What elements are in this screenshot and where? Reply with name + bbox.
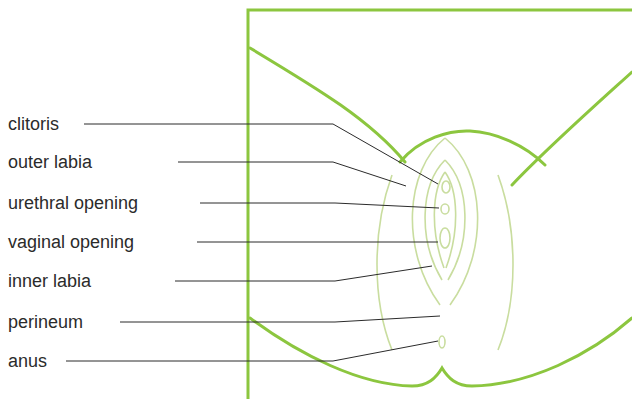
part-label: anus bbox=[8, 350, 47, 372]
right-thigh bbox=[512, 72, 632, 185]
part-label: outer labia bbox=[8, 151, 92, 173]
left-thigh bbox=[250, 48, 405, 162]
buttocks bbox=[250, 318, 632, 386]
urethral-opening-shape bbox=[441, 204, 449, 214]
leader-line bbox=[178, 162, 406, 186]
inner-fold bbox=[434, 172, 455, 268]
part-label: inner labia bbox=[8, 270, 91, 292]
left-contour bbox=[377, 175, 392, 350]
part-label: vaginal opening bbox=[8, 231, 134, 253]
leader-line bbox=[200, 203, 439, 208]
leader-line bbox=[120, 316, 440, 322]
vaginal-opening-shape bbox=[440, 228, 450, 248]
clitoris-shape bbox=[442, 181, 450, 193]
inner-labia-shape bbox=[425, 160, 465, 280]
leader-line bbox=[84, 124, 438, 184]
part-label: urethral opening bbox=[8, 192, 138, 214]
frame-line bbox=[248, 10, 632, 399]
pubic-arch bbox=[400, 131, 545, 165]
leader-line bbox=[66, 341, 438, 361]
leader-line bbox=[175, 266, 432, 281]
part-label: clitoris bbox=[8, 113, 59, 135]
leader-line bbox=[197, 242, 438, 243]
right-contour bbox=[498, 175, 513, 350]
part-label: perineum bbox=[8, 311, 83, 333]
outer-labia-shape bbox=[412, 138, 477, 305]
body-outline bbox=[248, 10, 632, 399]
anus-shape bbox=[439, 336, 445, 348]
